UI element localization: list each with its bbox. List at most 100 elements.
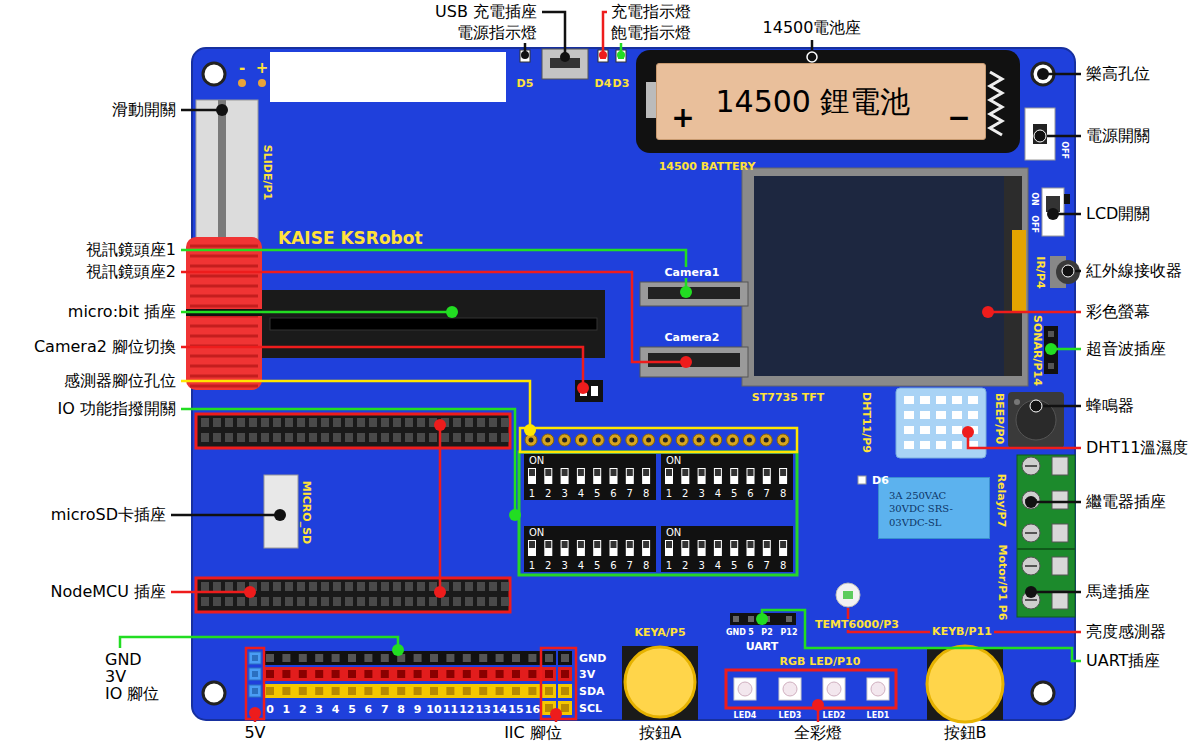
pin-header [414, 654, 422, 662]
status-led [616, 50, 626, 62]
callout-label: 按鈕B [944, 725, 987, 741]
dip-switch [666, 541, 672, 548]
buzzer [1014, 399, 1020, 405]
slide-switch [190, 335, 258, 338]
leader-line [968, 432, 1081, 448]
dip-switch [731, 541, 737, 548]
pin-header [561, 654, 569, 662]
silkscreen-label: KEYA/P5 [634, 627, 685, 638]
nodemcu-socket [369, 433, 377, 442]
battery-holder [990, 72, 1002, 135]
pin-header [397, 687, 405, 695]
dip-switch [528, 540, 536, 556]
power-switch [1025, 108, 1055, 160]
terminal-screw [1022, 457, 1068, 609]
nodemcu-socket [261, 433, 269, 442]
terminal-screw [1025, 465, 1037, 467]
nodemcu-socket [417, 418, 425, 427]
pin-header [348, 654, 356, 662]
dip-switch [699, 541, 705, 548]
pin-label: 14 [492, 704, 507, 715]
nodemcu-socket [213, 597, 221, 606]
leader-dot [244, 586, 256, 598]
nodemcu-socket [405, 582, 413, 591]
sensor-header [520, 428, 797, 452]
nodemcu-socket [321, 597, 329, 606]
nodemcu-socket [345, 418, 353, 427]
pin-label: 4 [332, 704, 340, 715]
pin-header [542, 684, 556, 698]
led-d6 [858, 476, 866, 484]
rgb-led [726, 670, 896, 708]
terminal-screw [1052, 524, 1068, 542]
terminal-screw [1022, 491, 1040, 509]
terminal-screw [1052, 491, 1068, 509]
sensor-header [613, 438, 618, 443]
node-text: + [671, 104, 694, 132]
dip-switch [715, 541, 721, 548]
pin-header [463, 670, 471, 678]
dip-switch [763, 540, 771, 556]
pin-header [299, 670, 307, 678]
pin-label: 0 [266, 704, 274, 715]
dip-switch [642, 540, 650, 556]
dip-switch [748, 469, 754, 476]
sensor-header [562, 438, 567, 443]
leader-dot [680, 356, 692, 368]
pin-header [446, 670, 454, 678]
nodemcu-socket [345, 582, 353, 591]
dip-label: 7 [627, 561, 633, 571]
battery-holder [636, 50, 1020, 153]
callout-label: DHT11溫濕度 [1086, 440, 1188, 456]
silkscreen-label: Relay/P7 [996, 473, 1007, 527]
callout-label: 電源指示燈 [457, 25, 537, 41]
uart-header [730, 613, 796, 625]
silkscreen-label: BEEP/P0 [995, 392, 1006, 443]
leader-dot [617, 51, 625, 59]
leader-line [120, 637, 398, 650]
dip-switch [545, 541, 551, 548]
pin-label: 15 [508, 704, 523, 715]
slide-switch [186, 237, 262, 390]
leader-dot [1047, 208, 1059, 220]
dip-label: 7 [627, 489, 633, 499]
dip-label: 1 [529, 489, 535, 499]
slide-switch [190, 325, 258, 328]
pin-header [364, 654, 372, 662]
brand-label: KAISE KSRobot [278, 230, 423, 247]
pin-label: 11 [443, 704, 458, 715]
slide-switch [190, 305, 258, 308]
dip-label: 6 [610, 489, 616, 499]
sensor-header [747, 438, 752, 443]
dip-switch [524, 454, 656, 500]
dip-switch [764, 469, 770, 476]
pin-header [528, 687, 536, 695]
lcd-switch [1042, 188, 1064, 236]
terminal-block [1017, 548, 1075, 550]
nodemcu-socket [429, 597, 437, 606]
board [192, 48, 1075, 720]
dip-label: 2 [545, 489, 551, 499]
dip-label: 3 [698, 561, 704, 571]
nodemcu-socket [309, 433, 317, 442]
dip-label: 4 [715, 561, 721, 571]
terminal-screw [1025, 599, 1037, 601]
pin-header [542, 667, 556, 681]
terminal-screw [1022, 457, 1040, 475]
sensor-header [629, 438, 634, 443]
pin-header [561, 704, 569, 712]
silkscreen-label: D3 [613, 78, 630, 89]
camera-connector [640, 282, 748, 306]
pin-header [397, 670, 405, 678]
nodemcu-socket [357, 418, 365, 427]
nodemcu-socket [249, 418, 257, 427]
pin-header [266, 654, 274, 662]
dip-label: 7 [764, 561, 770, 571]
sensor-header [575, 434, 587, 446]
sensor-header [592, 434, 604, 446]
leader-dot [982, 306, 994, 318]
power-pad [258, 79, 266, 87]
nodemcu-socket [345, 433, 353, 442]
